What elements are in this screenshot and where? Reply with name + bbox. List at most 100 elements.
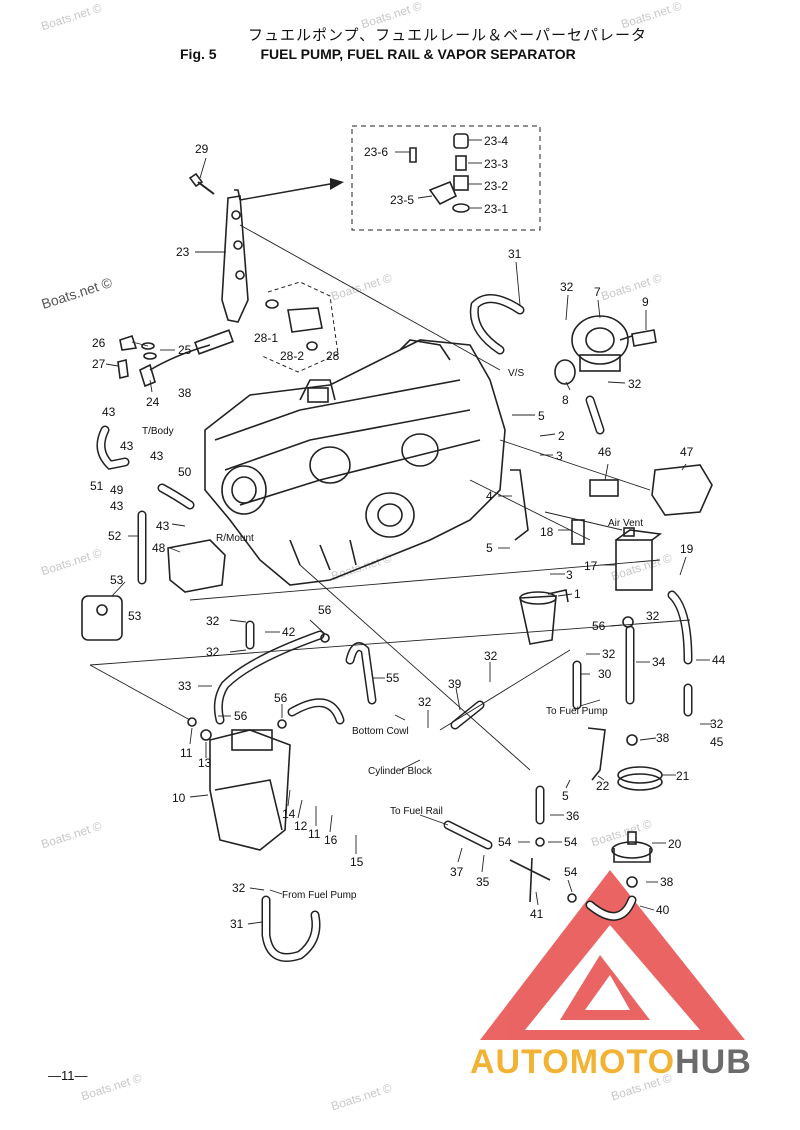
vapor-separator <box>200 729 291 851</box>
component-17 <box>615 527 663 591</box>
callout-11: 11 <box>180 746 193 760</box>
callout-56: 56 <box>234 709 248 723</box>
logo-triangle <box>480 870 745 1040</box>
clamp-21 <box>617 766 663 784</box>
callout-28-2: 28-2 <box>280 349 304 363</box>
note-cylinder-block: Cylinder Block <box>368 766 433 777</box>
callout-23-4: 23-4 <box>484 134 508 148</box>
callout-4: 4 <box>486 489 493 503</box>
note-rmount: R/Mount <box>216 533 254 544</box>
callout-32: 32 <box>418 695 432 709</box>
callout-17: 17 <box>584 559 598 573</box>
callout-2: 2 <box>558 429 565 443</box>
callout-32: 32 <box>206 645 220 659</box>
callout-54: 54 <box>564 835 578 849</box>
callout-52: 52 <box>108 529 122 543</box>
callout-32: 32 <box>646 609 660 623</box>
part-47 <box>651 464 713 516</box>
callout-13: 13 <box>198 756 212 770</box>
injector-28 <box>265 299 323 351</box>
callout-45: 45 <box>710 735 724 749</box>
callout-53: 53 <box>128 609 142 623</box>
callout-23-6: 23-6 <box>364 145 388 159</box>
detail-inset-box <box>351 125 541 231</box>
fuel-pump <box>554 315 657 385</box>
callout-33: 33 <box>178 679 192 693</box>
callout-35: 35 <box>476 875 490 889</box>
callout-9: 9 <box>642 295 649 309</box>
callout-24: 24 <box>146 395 160 409</box>
callout-1: 1 <box>574 587 581 601</box>
callout-25: 25 <box>178 343 192 357</box>
title-japanese: フュエルポンプ、フュエルレール＆ベーパーセパレータ <box>248 26 647 44</box>
bracket-4 <box>510 469 529 541</box>
callout-16: 16 <box>324 833 338 847</box>
bracket-22 <box>587 727 606 781</box>
callout-23: 23 <box>176 245 190 259</box>
callout-43: 43 <box>156 519 170 533</box>
note-to-fuel-pump: To Fuel Pump <box>546 706 608 717</box>
callout-43: 43 <box>150 449 164 463</box>
title-english: Fig. 5 FUEL PUMP, FUEL RAIL & VAPOR SEPA… <box>180 46 576 62</box>
bolt-29 <box>188 172 215 195</box>
callout-43: 43 <box>102 405 116 419</box>
callout-30: 30 <box>598 667 612 681</box>
callout-28-1: 28-1 <box>254 331 278 345</box>
callout-46: 46 <box>598 445 612 459</box>
callout-51: 51 <box>90 479 104 493</box>
callout-22: 22 <box>596 779 610 793</box>
cylinder-block <box>204 339 506 586</box>
callout-47: 47 <box>680 445 694 459</box>
fuel-filter <box>519 589 569 645</box>
callout-7: 7 <box>594 285 601 299</box>
callout-5: 5 <box>538 409 545 423</box>
part-46 <box>589 479 619 497</box>
note-vs: V/S <box>508 368 524 379</box>
callout-3: 3 <box>566 568 573 582</box>
callout-31: 31 <box>508 247 522 261</box>
callout-19: 19 <box>680 542 694 556</box>
callout-15: 15 <box>350 855 364 869</box>
inset-parts <box>409 133 470 213</box>
hose-fitting-24 <box>117 329 234 388</box>
callout-39: 39 <box>448 677 462 691</box>
note-tbody: T/Body <box>142 426 174 437</box>
callout-38: 38 <box>660 875 674 889</box>
callout-32: 32 <box>484 649 498 663</box>
note-to-fuel-rail: To Fuel Rail <box>390 806 443 817</box>
tank-48 <box>167 539 226 593</box>
callout-5: 5 <box>486 541 493 555</box>
component-20 <box>611 831 653 863</box>
callout-49: 49 <box>110 483 124 497</box>
callout-32: 32 <box>602 647 616 661</box>
callout-32: 32 <box>628 377 642 391</box>
callout-5: 5 <box>562 789 569 803</box>
callout-34: 34 <box>652 655 666 669</box>
callout-41: 41 <box>530 907 544 921</box>
callout-36: 36 <box>566 809 580 823</box>
callout-11: 11 <box>308 827 321 841</box>
callout-56: 56 <box>318 603 332 617</box>
callout-20: 20 <box>668 837 682 851</box>
callout-31: 31 <box>230 917 244 931</box>
callout-18: 18 <box>540 525 554 539</box>
callout-53: 53 <box>110 573 124 587</box>
callout-3: 3 <box>556 449 563 463</box>
callout-27: 27 <box>92 357 106 371</box>
callout-37: 37 <box>450 865 464 879</box>
callout-29: 29 <box>195 142 209 156</box>
callout-42: 42 <box>282 625 296 639</box>
tee-41 <box>509 857 551 903</box>
fig-number: Fig. 5 <box>180 46 217 62</box>
callout-21: 21 <box>676 769 690 783</box>
callout-56: 56 <box>592 619 606 633</box>
callout-44: 44 <box>712 653 726 667</box>
automotohub-logo: AUTOMOTOHUB <box>470 1043 752 1081</box>
callout-32: 32 <box>206 614 220 628</box>
callout-54: 54 <box>564 865 578 879</box>
callout-43: 43 <box>110 499 124 513</box>
callout-10: 10 <box>172 791 186 805</box>
injector-detail-box <box>261 281 339 373</box>
callout-56: 56 <box>274 691 288 705</box>
